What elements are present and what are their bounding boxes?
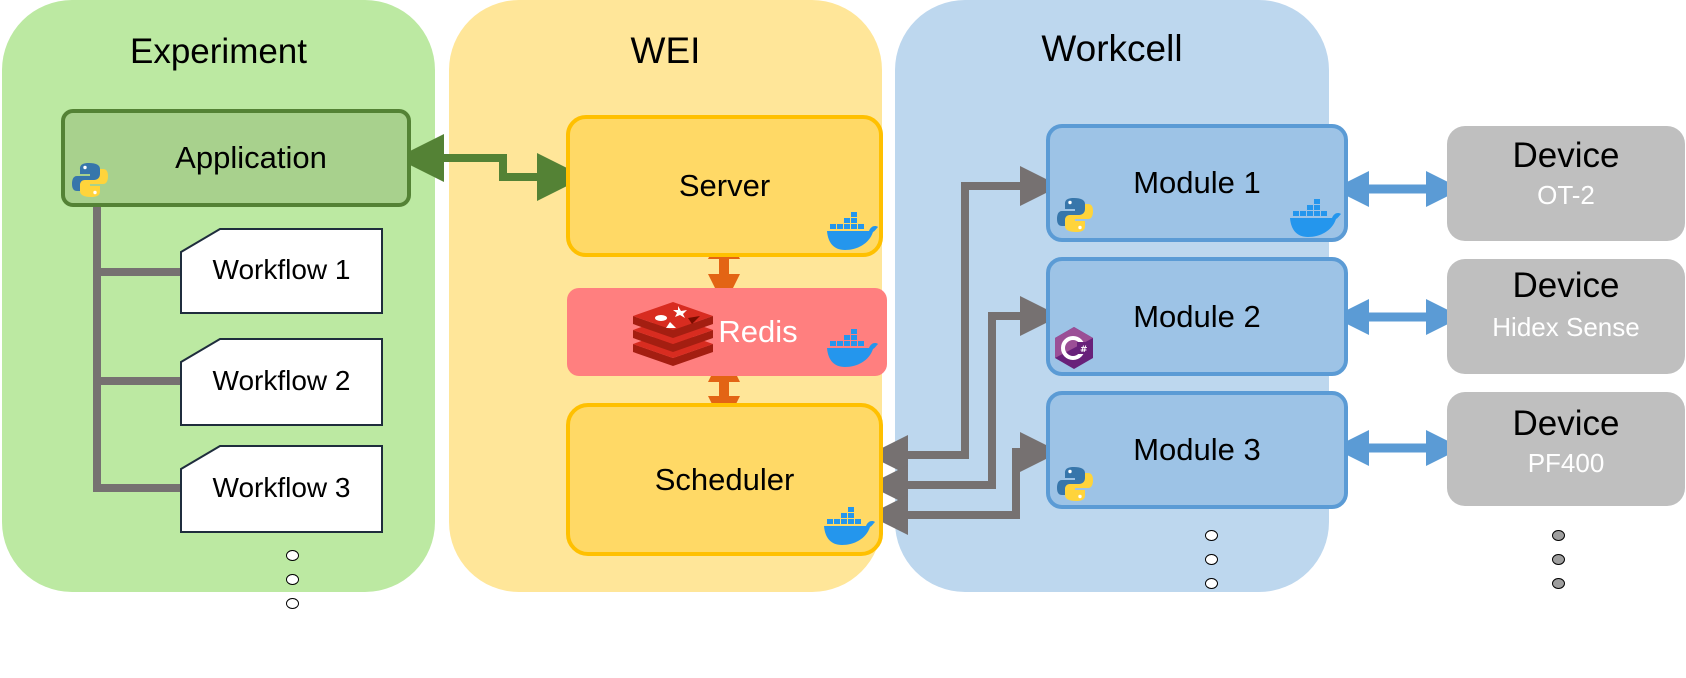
svg-text:#: # xyxy=(1080,345,1088,355)
device-2-box[interactable]: Device Hidex Sense xyxy=(1447,259,1685,374)
module-3-box[interactable]: Module 3 xyxy=(1046,391,1348,509)
experiment-title: Experiment xyxy=(129,32,308,71)
application-server-arrow xyxy=(396,134,585,201)
workflow-tree xyxy=(93,190,181,492)
wei-title: WEI xyxy=(630,30,701,71)
python-icon xyxy=(1057,198,1093,232)
redis-logo-icon xyxy=(633,302,713,366)
docker-icon xyxy=(827,212,878,250)
python-icon xyxy=(72,163,108,197)
device-1-label: Device xyxy=(1512,136,1620,175)
application-box[interactable]: Application xyxy=(61,109,411,207)
workflow-1[interactable]: Workflow 1 xyxy=(180,228,383,314)
scheduler-module-arrows xyxy=(868,166,1060,535)
device-3-name: PF400 xyxy=(1527,448,1605,478)
module-3-label: Module 3 xyxy=(1133,432,1261,467)
server-label: Server xyxy=(678,168,771,203)
document-shape xyxy=(180,228,383,314)
workflow-1-label: Workflow 1 xyxy=(212,254,351,285)
module-2-label: Module 2 xyxy=(1133,298,1261,334)
workflow-3[interactable]: Workflow 3 xyxy=(180,445,383,533)
device-1-box[interactable]: Device OT-2 xyxy=(1447,126,1685,241)
redis-label: Redis xyxy=(718,314,798,349)
device-1-name: OT-2 xyxy=(1537,180,1595,210)
docker-icon xyxy=(827,329,878,367)
module-device-arrows xyxy=(1333,171,1462,466)
csharp-icon: # xyxy=(1055,327,1093,369)
document-shape xyxy=(180,445,383,533)
device-2-name: Hidex Sense xyxy=(1492,312,1640,342)
docker-icon xyxy=(1290,199,1341,237)
more-modules-dots xyxy=(1205,530,1219,602)
workflow-3-label: Workflow 3 xyxy=(212,472,351,503)
application-label: Application xyxy=(175,140,327,175)
python-icon xyxy=(1057,467,1093,501)
device-2-label: Device xyxy=(1512,266,1620,305)
device-3-box[interactable]: Device PF400 xyxy=(1447,392,1685,506)
workflow-2-label: Workflow 2 xyxy=(212,365,351,396)
module-1-box[interactable]: Module 1 xyxy=(1046,124,1348,242)
document-shape xyxy=(180,338,383,426)
module-1-label: Module 1 xyxy=(1133,165,1261,200)
device-3-label: Device xyxy=(1512,404,1620,443)
more-workflows-dots xyxy=(286,550,300,622)
docker-icon xyxy=(824,507,875,545)
module-2-box[interactable]: Module 2 xyxy=(1046,257,1348,376)
scheduler-label: Scheduler xyxy=(654,461,795,497)
more-devices-dots xyxy=(1552,530,1566,602)
workcell-title: Workcell xyxy=(1041,28,1183,69)
scheduler-box[interactable]: Scheduler xyxy=(566,403,883,556)
workflow-2[interactable]: Workflow 2 xyxy=(180,338,383,426)
